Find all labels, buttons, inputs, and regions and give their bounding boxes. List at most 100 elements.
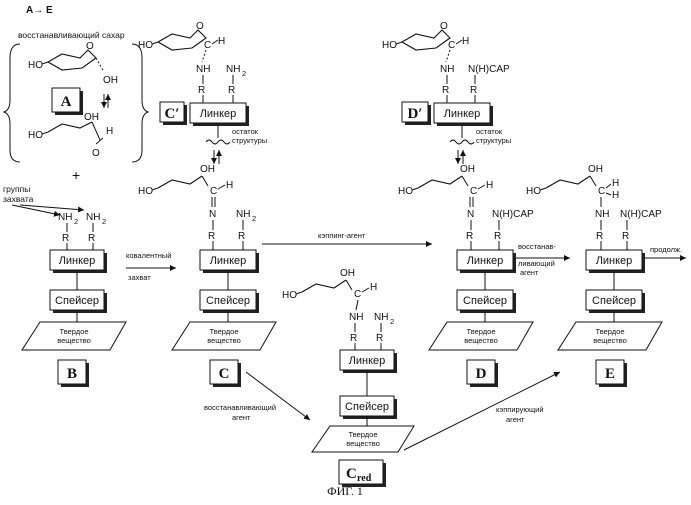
svg-text:C: C [598, 186, 605, 197]
svg-text:захват: захват [128, 273, 151, 282]
right-brace [132, 44, 148, 162]
svg-text:NH: NH [58, 212, 72, 223]
svg-text:Линкер: Линкер [467, 255, 504, 267]
arrow-c-to-cred [246, 372, 310, 420]
svg-text:R: R [208, 231, 215, 242]
svg-text:NH: NH [595, 209, 609, 220]
svg-text:структуры: структуры [476, 136, 511, 145]
svg-text:Твердое: Твердое [595, 327, 624, 336]
svg-text:C: C [219, 366, 230, 382]
svg-text:Твердое: Твердое [348, 430, 377, 439]
svg-text:структуры: структуры [232, 136, 267, 145]
svg-text:Линкер: Линкер [210, 255, 247, 267]
svg-text:Твердое: Твердое [59, 327, 88, 336]
svg-text:R: R [350, 333, 357, 344]
svg-text:R: R [466, 231, 473, 242]
svg-text:продолж.: продолж. [650, 245, 682, 254]
svg-text:O: O [440, 21, 448, 32]
svg-text:2: 2 [242, 69, 246, 78]
svg-text:C: C [354, 289, 361, 300]
svg-text:Твердое: Твердое [209, 327, 238, 336]
svg-text:кэппирующий: кэппирующий [496, 405, 544, 414]
svg-text:NH: NH [86, 212, 100, 223]
svg-text:R: R [228, 85, 235, 96]
svg-text:Спейсер: Спейсер [55, 295, 99, 307]
svg-text:HO: HO [138, 40, 153, 51]
compound-a-label: A [61, 94, 72, 110]
svg-text:2: 2 [74, 217, 78, 226]
svg-text:H: H [106, 126, 113, 137]
svg-text:R: R [198, 85, 205, 96]
compound-a-group: восстанавливающий сахар O HO OH A HO OH … [4, 30, 148, 183]
svg-text:NH: NH [236, 209, 250, 220]
compound-c-prime-group: O HO C H NH NH 2 R R Линкер C′ остаток с… [138, 21, 267, 164]
svg-text:Линкер: Линкер [200, 108, 237, 120]
svg-text:ковалентный: ковалентный [126, 251, 171, 260]
svg-text:R: R [494, 231, 501, 242]
svg-text:NH: NH [226, 64, 240, 75]
plus-sign: + [72, 167, 80, 183]
svg-text:2: 2 [252, 214, 256, 223]
svg-text:H: H [612, 178, 619, 189]
svg-text:D: D [476, 366, 487, 382]
capture-groups-label-2: захвата [3, 194, 34, 204]
svg-text:2: 2 [102, 217, 106, 226]
svg-text:Линкер: Линкер [596, 255, 633, 267]
svg-text:C: C [210, 186, 217, 197]
svg-text:H: H [370, 282, 377, 293]
svg-text:Спейсер: Спейсер [206, 295, 250, 307]
svg-text:H: H [462, 36, 469, 47]
sugar-ring [48, 50, 96, 70]
svg-text:C′: C′ [164, 106, 179, 122]
svg-text:ливающий: ливающий [518, 259, 555, 268]
svg-text:агент: агент [520, 268, 539, 277]
svg-text:R: R [376, 333, 383, 344]
svg-text:R: R [62, 233, 69, 244]
header-arrow-label: A→ E [26, 5, 53, 16]
svg-text:вещество: вещество [593, 336, 627, 345]
svg-text:HO: HO [282, 290, 297, 301]
left-brace [4, 44, 20, 162]
svg-text:остаток: остаток [476, 127, 503, 136]
svg-text:Спейсер: Спейсер [345, 401, 389, 413]
compound-d-prime-group: O HO C H NH N(H)CAP R R Линкер D′ остато… [382, 21, 511, 164]
svg-text:R: R [442, 85, 449, 96]
svg-text:B: B [67, 366, 77, 382]
svg-text:HO: HO [526, 186, 541, 197]
reducing-sugar-label: восстанавливающий сахар [18, 30, 125, 40]
svg-text:агент: агент [506, 415, 525, 424]
svg-text:R: R [238, 231, 245, 242]
svg-text:N: N [467, 209, 474, 220]
svg-text:Линкер: Линкер [59, 255, 96, 267]
anomeric-oh-label: OH [103, 75, 118, 86]
svg-text:HO: HO [28, 130, 43, 141]
svg-text:OH: OH [340, 268, 355, 279]
svg-text:вещество: вещество [464, 336, 498, 345]
svg-text:H: H [612, 190, 619, 201]
svg-text:Спейсер: Спейсер [463, 295, 507, 307]
svg-text:OH: OH [588, 164, 603, 175]
svg-text:остаток: остаток [232, 127, 259, 136]
svg-text:HO: HO [382, 40, 397, 51]
svg-text:R: R [470, 85, 477, 96]
svg-text:R: R [88, 233, 95, 244]
svg-text:O: O [196, 21, 204, 32]
compound-cred-group: HO OH C H NH NH 2 R R Линкер Спейсер Тве… [282, 268, 414, 487]
svg-text:HO: HO [138, 186, 153, 197]
svg-text:N(H)CAP: N(H)CAP [492, 209, 534, 220]
svg-text:E: E [605, 366, 615, 382]
svg-text:C: C [470, 186, 477, 197]
svg-text:H: H [486, 180, 493, 191]
svg-text:NH: NH [349, 312, 363, 323]
svg-text:D′: D′ [407, 106, 422, 122]
svg-text:N(H)CAP: N(H)CAP [468, 64, 510, 75]
svg-text:N: N [209, 209, 216, 220]
wavy-bond-d-prime [450, 140, 474, 144]
svg-text:C: C [448, 40, 455, 51]
svg-text:C: C [204, 40, 211, 51]
compound-d-group: HO OH C H N N(H)CAP R R Линкер Спейсер Т… [398, 164, 534, 387]
compound-c-group: HO OH C H N NH 2 R R Линкер Спейсер Твер… [138, 164, 276, 387]
svg-text:NH: NH [440, 64, 454, 75]
